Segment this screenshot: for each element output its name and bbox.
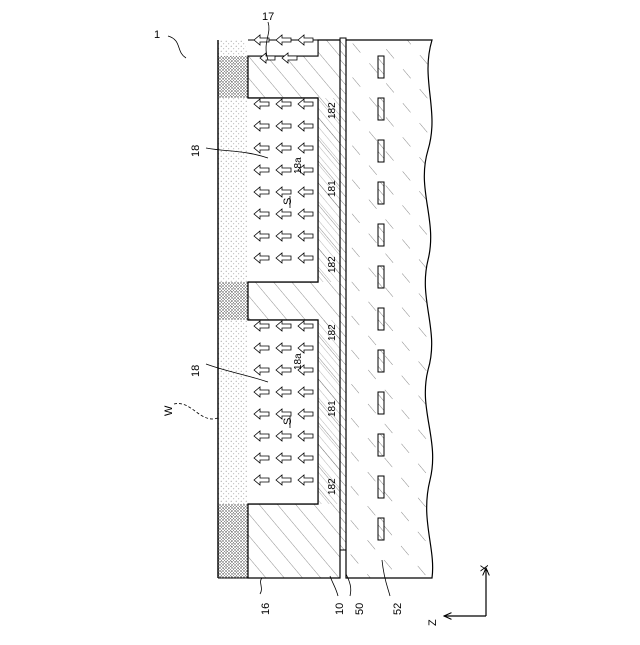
ref-50-label: 50	[354, 603, 366, 615]
electrode-bar-52	[378, 140, 384, 162]
layer-50	[340, 38, 346, 550]
ref-w-label: W	[163, 405, 175, 416]
electrode-bar-52	[378, 518, 384, 540]
electrode-bar-52	[378, 182, 384, 204]
ref-1-label: 1	[154, 29, 160, 41]
ref-182-b-label: 182	[327, 256, 338, 273]
electrode-bar-52	[378, 224, 384, 246]
ref-181-lower-label: 181	[327, 400, 338, 417]
ref-182-a-label: 182	[327, 102, 338, 119]
axis-x-label: X	[479, 564, 491, 572]
electrode-bar-52	[378, 56, 384, 78]
ref-16-label: 16	[260, 603, 272, 615]
ref-18-lower-label: 18	[190, 365, 202, 377]
electrode-bar-52	[378, 434, 384, 456]
electrode-bar-52	[378, 308, 384, 330]
ref-s-lower-label: S	[282, 418, 294, 425]
electrode-bar-52	[378, 266, 384, 288]
ref-10-label: 10	[334, 603, 346, 615]
ref-s-upper-label: S	[282, 198, 294, 205]
ref-52-label: 52	[392, 603, 404, 615]
ref-182-d-label: 182	[327, 478, 338, 495]
ref-18-upper-label: 18	[190, 145, 202, 157]
base-10	[346, 40, 433, 578]
electrode-bar-52	[378, 476, 384, 498]
axis-indicator: X Z	[427, 564, 491, 626]
axis-z-label: Z	[427, 619, 439, 626]
electrode-bar-52	[378, 392, 384, 414]
wafer-w	[218, 40, 248, 578]
electrode-bar-52	[378, 98, 384, 120]
ref-17-label: 17	[262, 11, 274, 23]
ref-18a-upper-label: 18a	[293, 157, 304, 174]
electrode-bar-52	[378, 350, 384, 372]
ref-181-upper-label: 181	[327, 180, 338, 197]
ref-18a-lower-label: 18a	[293, 353, 304, 370]
ref-182-c-label: 182	[327, 324, 338, 341]
